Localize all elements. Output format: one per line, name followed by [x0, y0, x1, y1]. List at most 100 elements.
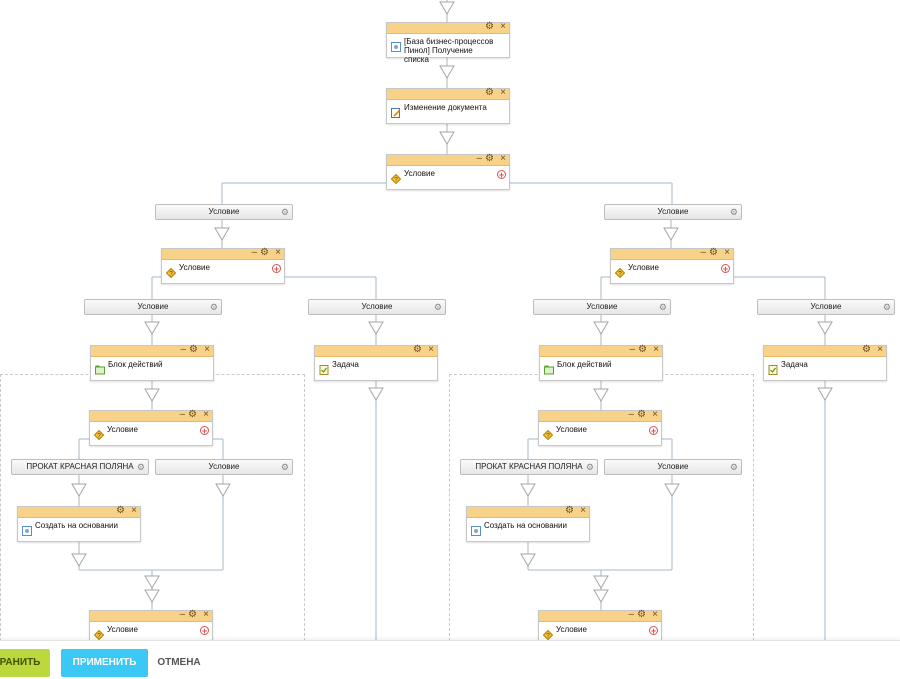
- close-icon[interactable]: ×: [428, 344, 434, 355]
- cancel-button[interactable]: ОТМЕНА: [157, 657, 201, 668]
- close-icon[interactable]: ×: [204, 344, 210, 355]
- close-icon[interactable]: ×: [877, 344, 883, 355]
- close-icon[interactable]: ×: [653, 344, 659, 355]
- flow-arrow[interactable]: [71, 483, 87, 497]
- flow-arrow[interactable]: [593, 388, 609, 402]
- gear-icon[interactable]: ⚙: [729, 207, 738, 217]
- condition-block[interactable]: ×⚙–?Условие+: [538, 409, 662, 446]
- branch-label[interactable]: Условие⚙: [155, 459, 293, 475]
- close-icon[interactable]: ×: [500, 21, 506, 32]
- flow-arrow[interactable]: [593, 575, 609, 589]
- gear-icon[interactable]: ⚙: [485, 87, 494, 98]
- close-icon[interactable]: ×: [203, 609, 209, 620]
- flow-arrow[interactable]: [593, 321, 609, 335]
- condition-block[interactable]: ×⚙–?Условие+: [89, 609, 213, 640]
- close-icon[interactable]: ×: [580, 505, 586, 516]
- close-icon[interactable]: ×: [724, 247, 730, 258]
- flow-arrow[interactable]: [144, 321, 160, 335]
- gear-icon[interactable]: ⚙: [638, 344, 647, 355]
- branch-label[interactable]: Условие⚙: [84, 299, 222, 315]
- gear-icon[interactable]: ⚙: [729, 462, 738, 472]
- gear-icon[interactable]: ⚙: [637, 609, 646, 620]
- task-block[interactable]: ×⚙Задача: [763, 344, 887, 381]
- minimize-icon[interactable]: –: [628, 609, 634, 620]
- minimize-icon[interactable]: –: [629, 344, 635, 355]
- gear-icon[interactable]: ⚙: [709, 247, 718, 258]
- condition-block[interactable]: ×⚙–?Условие+: [386, 153, 510, 190]
- flow-arrow[interactable]: [817, 321, 833, 335]
- apply-button[interactable]: ПРИМЕНИТЬ: [61, 649, 148, 677]
- create-based-block[interactable]: ×⚙Создать на основании: [466, 505, 590, 542]
- flow-arrow[interactable]: [144, 589, 160, 603]
- branch-label[interactable]: Условие⚙: [533, 299, 671, 315]
- branch-label[interactable]: ПРОКАТ КРАСНАЯ ПОЛЯНА⚙: [460, 459, 598, 475]
- minimize-icon[interactable]: –: [179, 609, 185, 620]
- branch-label[interactable]: Условие⚙: [604, 204, 742, 220]
- flow-arrow[interactable]: [214, 227, 230, 241]
- minimize-icon[interactable]: –: [476, 153, 482, 164]
- db-list-block[interactable]: ×⚙[База бизнес-процессов Пинол] Получени…: [386, 21, 510, 64]
- branch-label[interactable]: Условие⚙: [308, 299, 446, 315]
- gear-icon[interactable]: ⚙: [189, 344, 198, 355]
- gear-icon[interactable]: ⚙: [260, 247, 269, 258]
- close-icon[interactable]: ×: [131, 505, 137, 516]
- minimize-icon[interactable]: –: [700, 247, 706, 258]
- gear-icon[interactable]: ⚙: [565, 505, 574, 516]
- close-icon[interactable]: ×: [500, 153, 506, 164]
- gear-icon[interactable]: ⚙: [280, 462, 289, 472]
- gear-icon[interactable]: ⚙: [433, 302, 442, 312]
- task-block[interactable]: ×⚙Задача: [314, 344, 438, 381]
- condition-block[interactable]: ×⚙–?Условие+: [89, 409, 213, 446]
- gear-icon[interactable]: ⚙: [116, 505, 125, 516]
- flow-arrow[interactable]: [71, 553, 87, 567]
- gear-icon[interactable]: ⚙: [413, 344, 422, 355]
- flow-arrow[interactable]: [439, 131, 455, 145]
- flow-arrow[interactable]: [593, 589, 609, 603]
- condition-block[interactable]: ×⚙–?Условие+: [538, 609, 662, 640]
- gear-icon[interactable]: ⚙: [637, 409, 646, 420]
- minimize-icon[interactable]: –: [179, 409, 185, 420]
- gear-icon[interactable]: ⚙: [862, 344, 871, 355]
- gear-icon[interactable]: ⚙: [485, 21, 494, 32]
- add-branch-icon[interactable]: +: [649, 426, 658, 436]
- flow-arrow[interactable]: [144, 575, 160, 589]
- flow-arrow[interactable]: [368, 387, 384, 401]
- gear-icon[interactable]: ⚙: [136, 462, 145, 472]
- gear-icon[interactable]: ⚙: [188, 609, 197, 620]
- flow-arrow[interactable]: [368, 321, 384, 335]
- flow-arrow[interactable]: [663, 227, 679, 241]
- gear-icon[interactable]: ⚙: [585, 462, 594, 472]
- save-button[interactable]: РАНИТЬ: [0, 649, 50, 677]
- branch-label[interactable]: Условие⚙: [604, 459, 742, 475]
- condition-block[interactable]: ×⚙–?Условие+: [610, 247, 734, 284]
- action-block[interactable]: ×⚙–Блок действий: [539, 344, 663, 381]
- minimize-icon[interactable]: –: [628, 409, 634, 420]
- gear-icon[interactable]: ⚙: [188, 409, 197, 420]
- gear-icon[interactable]: ⚙: [658, 302, 667, 312]
- close-icon[interactable]: ×: [203, 409, 209, 420]
- minimize-icon[interactable]: –: [180, 344, 186, 355]
- add-branch-icon[interactable]: +: [272, 264, 281, 274]
- close-icon[interactable]: ×: [500, 87, 506, 98]
- flow-arrow[interactable]: [520, 483, 536, 497]
- condition-block[interactable]: ×⚙–?Условие+: [161, 247, 285, 284]
- flow-arrow[interactable]: [439, 65, 455, 79]
- gear-icon[interactable]: ⚙: [209, 302, 218, 312]
- add-branch-icon[interactable]: +: [200, 626, 209, 636]
- workflow-canvas[interactable]: Условие⚙×⚙–?Условие+Условие⚙Условие⚙×⚙–Б…: [0, 0, 900, 640]
- minimize-icon[interactable]: –: [251, 247, 257, 258]
- branch-label[interactable]: Условие⚙: [757, 299, 895, 315]
- gear-icon[interactable]: ⚙: [882, 302, 891, 312]
- flow-arrow[interactable]: [520, 553, 536, 567]
- add-branch-icon[interactable]: +: [721, 264, 730, 274]
- add-branch-icon[interactable]: +: [200, 426, 209, 436]
- add-branch-icon[interactable]: +: [649, 626, 658, 636]
- flow-arrow[interactable]: [215, 483, 231, 497]
- branch-label[interactable]: ПРОКАТ КРАСНАЯ ПОЛЯНА⚙: [11, 459, 149, 475]
- add-branch-icon[interactable]: +: [497, 170, 506, 180]
- doc-change-block[interactable]: ×⚙Изменение документа: [386, 87, 510, 124]
- flow-arrow[interactable]: [439, 1, 455, 15]
- close-icon[interactable]: ×: [275, 247, 281, 258]
- action-block[interactable]: ×⚙–Блок действий: [90, 344, 214, 381]
- gear-icon[interactable]: ⚙: [280, 207, 289, 217]
